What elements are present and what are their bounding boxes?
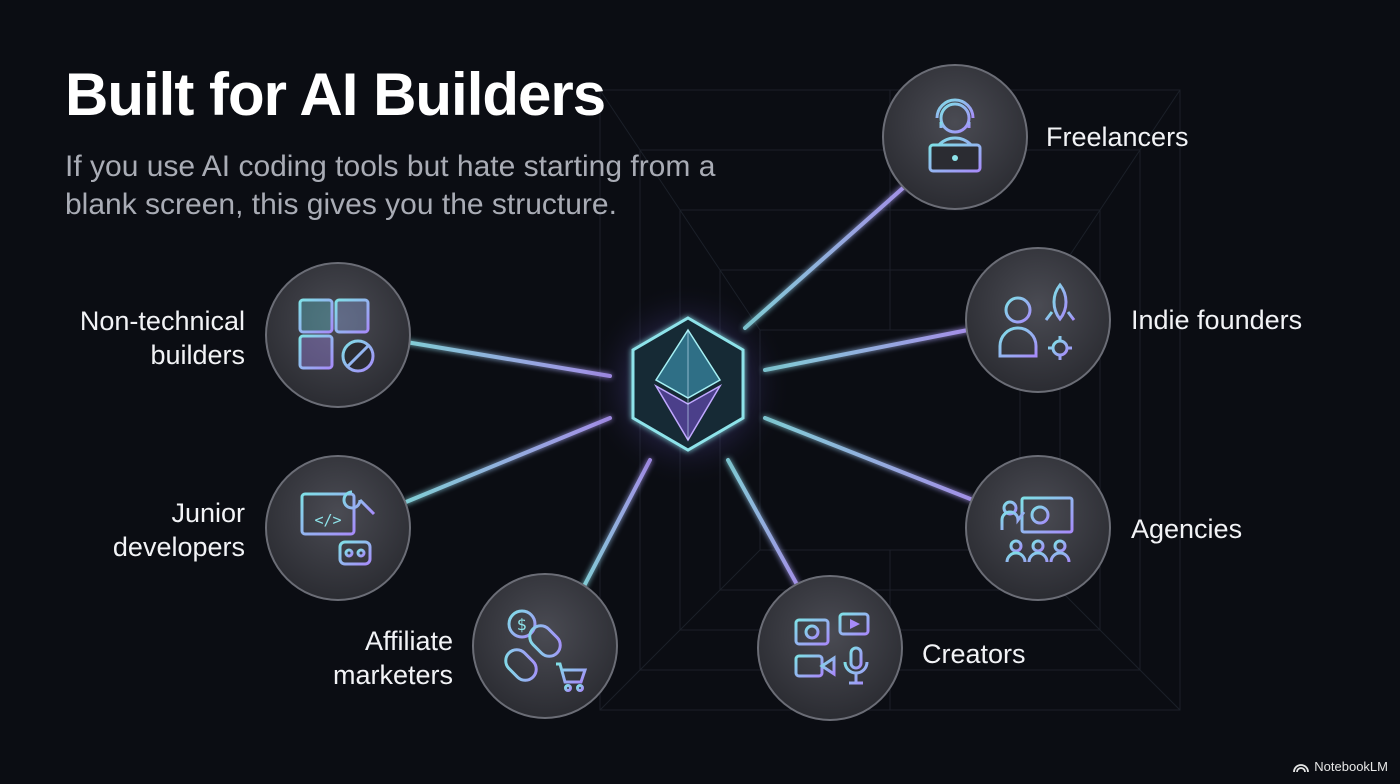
headset-laptop-icon [924,98,986,175]
label-freelancers: Freelancers [1046,122,1189,152]
node-creators [757,575,903,721]
label-indie-founders: Indie founders [1131,305,1302,335]
code-wrench-robot-icon: </> [300,490,376,566]
connector-indie [763,328,970,372]
label-creators: Creators [922,639,1026,669]
svg-text:$: $ [517,615,527,634]
label-affiliate-marketers: Affiliate marketers [332,626,453,690]
presentation-team-icon [1000,496,1074,563]
badge-text: NotebookLM [1314,759,1388,774]
dollar-link-cart-icon: $ [504,609,588,692]
page-subtitle: If you use AI coding tools but hate star… [65,150,716,221]
node-junior-developers: </> [265,455,411,601]
node-agencies [965,455,1111,601]
node-non-technical-builders [265,262,411,408]
label-junior-developers: Junior developers [112,498,245,562]
notebooklm-badge: NotebookLM [1293,759,1388,774]
label-agencies: Agencies [1131,514,1242,544]
founder-rocket-gear-icon [998,282,1076,360]
connector-nontech [404,340,612,378]
page-title: Built for AI Builders [65,61,606,128]
camera-play-mic-icon [794,612,870,685]
puzzle-block-icon [298,298,375,373]
node-indie-founders [965,247,1111,393]
crystal-hub-icon [583,280,793,490]
node-freelancers [882,64,1028,210]
connector-freelancers [743,178,914,330]
notebooklm-logo-icon [1293,763,1310,772]
connector-lines [404,178,980,592]
connector-creators [726,458,802,592]
node-affiliate-marketers: $ [472,573,618,719]
connector-junior [404,416,612,504]
svg-text:</>: </> [314,511,341,529]
connector-agencies [763,416,980,504]
connector-affiliate [580,458,652,592]
label-non-technical-builders: Non-technical builders [79,306,245,370]
